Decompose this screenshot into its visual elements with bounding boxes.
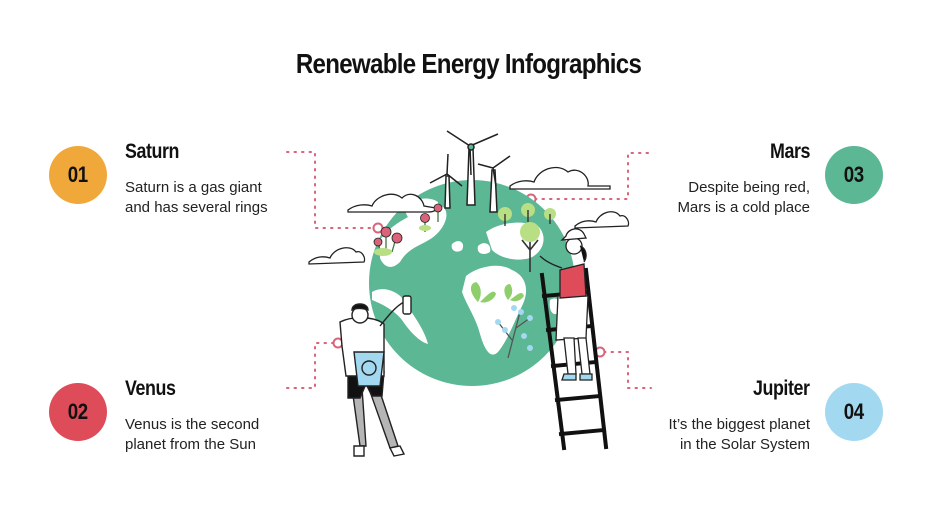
number-badge: 04 xyxy=(825,383,883,441)
item-description: Despite being red, Mars is a cold place xyxy=(677,179,810,216)
number-badge: 03 xyxy=(825,146,883,204)
item-heading: Jupiter xyxy=(753,377,810,400)
item-description: Saturn is a gas giant and has several ri… xyxy=(125,179,268,216)
item-heading: Mars xyxy=(770,140,810,163)
man-recycling-icon xyxy=(339,295,412,457)
number-badge: 02 xyxy=(49,383,107,441)
cloud-icon xyxy=(308,166,630,265)
item-heading: Venus xyxy=(125,377,176,400)
number-badge: 01 xyxy=(49,146,107,204)
item-description: It’s the biggest planet in the Solar Sys… xyxy=(668,416,811,453)
woman-planting-icon xyxy=(539,228,593,381)
plant-icon xyxy=(470,282,524,303)
blossom-icon xyxy=(495,305,533,359)
item-description: Venus is the second planet from the Sun xyxy=(125,416,260,453)
connector-lines xyxy=(286,151,652,389)
tree-icon xyxy=(498,203,556,272)
wind-turbine-icon xyxy=(429,130,511,213)
flower-icon xyxy=(373,203,443,256)
item-heading: Saturn xyxy=(125,140,179,163)
page-title: Renewable Energy Infographics xyxy=(295,48,642,79)
